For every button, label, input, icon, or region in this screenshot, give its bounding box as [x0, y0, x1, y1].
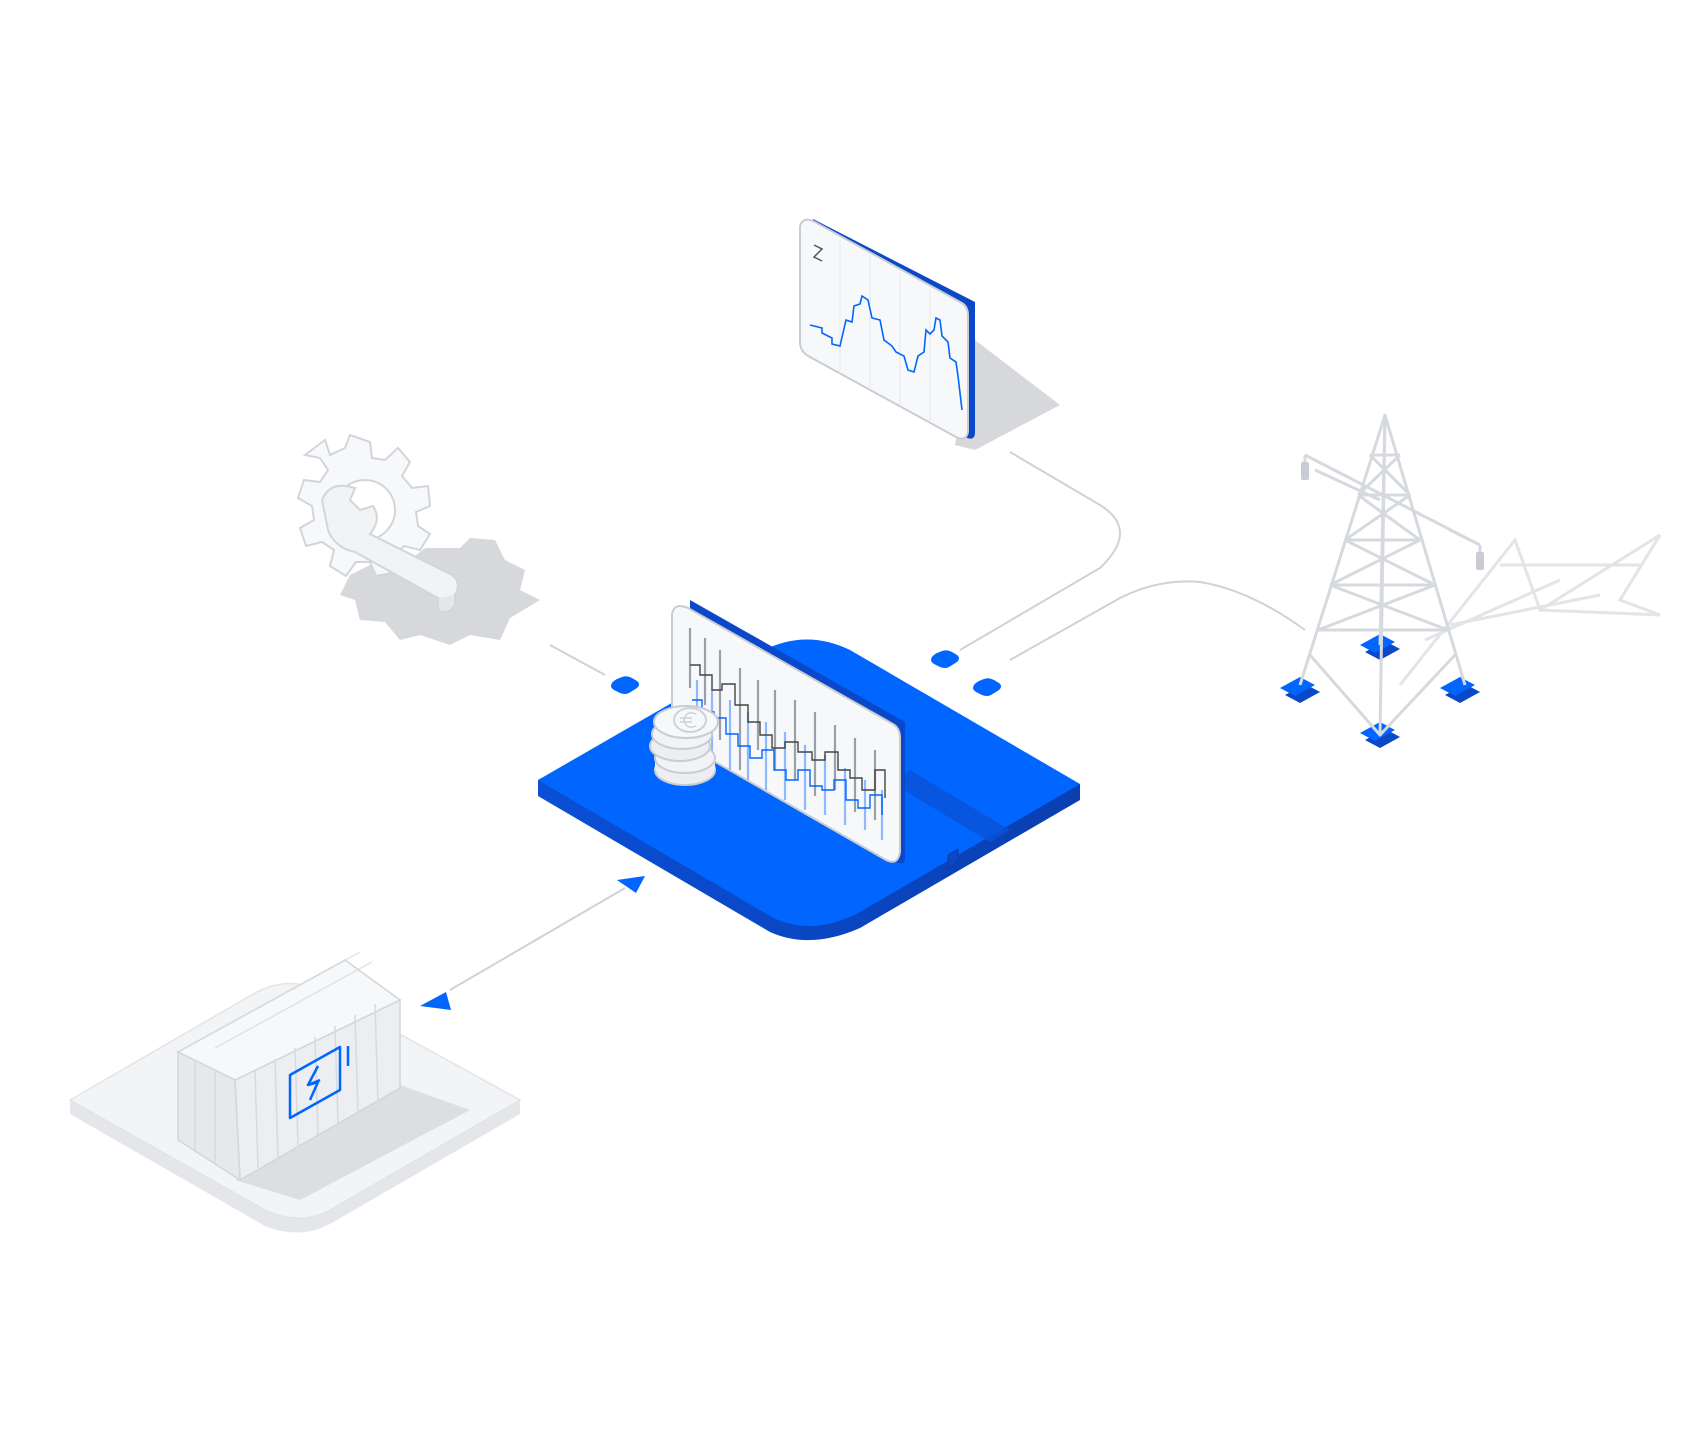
euro-coin-icon: [649, 705, 719, 786]
monitor-screen: [799, 218, 969, 440]
connector-marker: [931, 650, 959, 668]
wrench-icon: [320, 484, 459, 614]
connector-battery: [449, 887, 626, 991]
platform-port-icon: [947, 848, 959, 869]
connector-markers: [420, 650, 1001, 1010]
chart-logo-icon: [812, 244, 824, 262]
price-line-dark: [690, 664, 886, 798]
transmission-tower-icon: [1280, 413, 1662, 748]
battery-charging-icon: [288, 1045, 350, 1120]
arrow-head-icon: [617, 876, 645, 893]
connector-marker: [973, 678, 1001, 696]
connector-lines: [449, 451, 1306, 991]
arrow-head-icon: [420, 992, 451, 1010]
maintenance-node: [296, 433, 540, 645]
monitor-shadow: [955, 340, 1060, 450]
forecast-monitor: [799, 218, 1060, 450]
trading-platform: [538, 600, 1080, 941]
battery-storage-node: [68, 951, 522, 1233]
connector-forecast: [959, 451, 1121, 651]
price-line-blue: [692, 699, 883, 815]
connector-grid: [1009, 580, 1306, 661]
forecast-line: [809, 294, 963, 411]
connector-marker: [611, 676, 639, 694]
connector-maintenance: [549, 644, 606, 676]
